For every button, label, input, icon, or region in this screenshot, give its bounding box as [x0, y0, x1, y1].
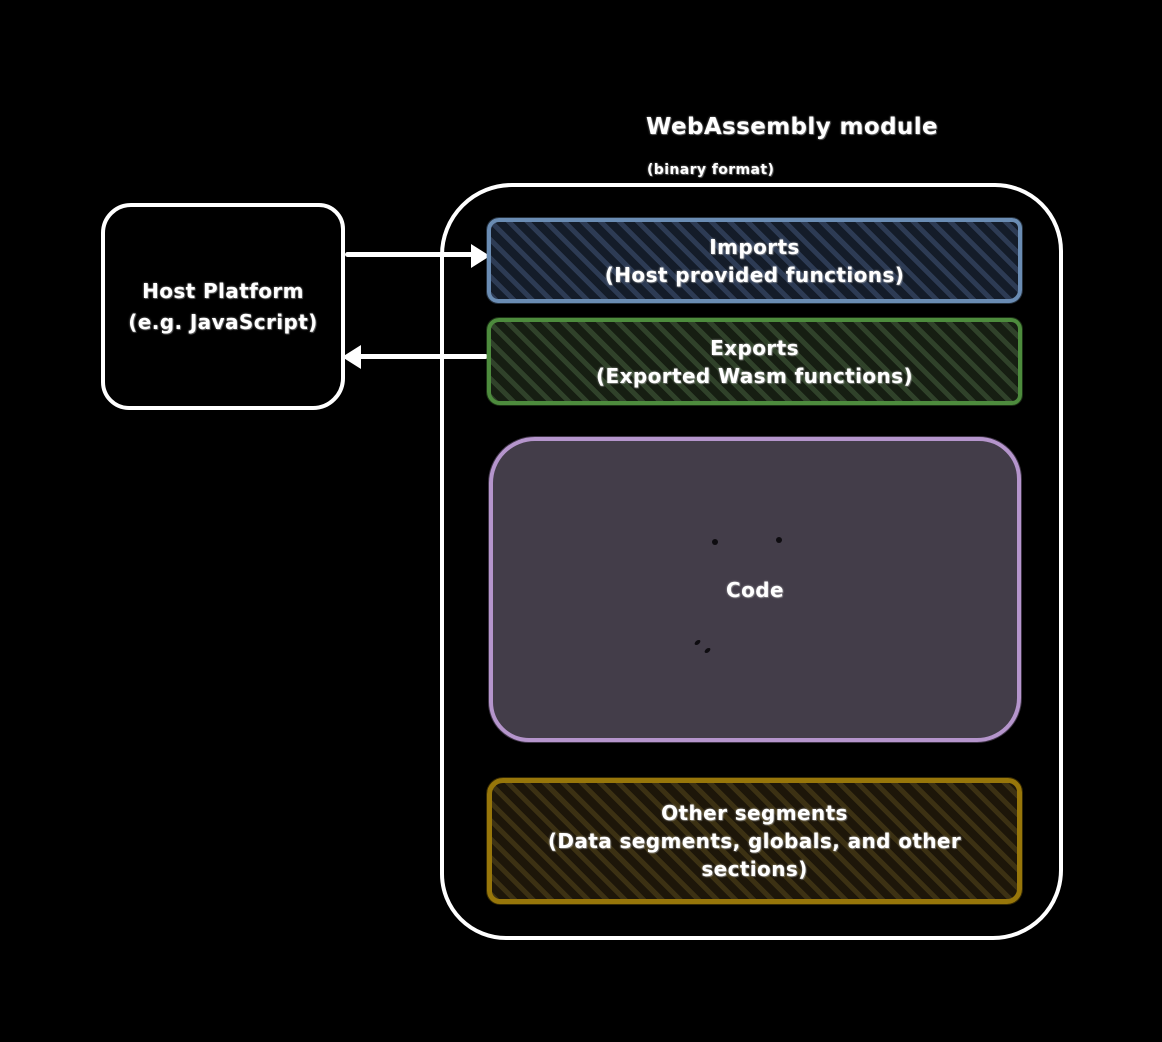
imports-title: Imports: [709, 234, 800, 259]
host-platform-box: Host Platform (e.g. JavaScript): [101, 203, 345, 410]
section-other-segments: Other segments (Data segments, globals, …: [487, 778, 1022, 904]
exports-title: Exports: [710, 335, 799, 360]
texture-speck: [776, 537, 782, 543]
diagram-title: WebAssembly module: [646, 114, 938, 140]
section-imports: Imports (Host provided functions): [487, 218, 1022, 303]
section-exports: Exports (Exported Wasm functions): [487, 318, 1022, 405]
other-segments-title: Other segments: [661, 801, 848, 825]
exports-subtitle: (Exported Wasm functions): [595, 363, 914, 388]
diagram-subtitle: (binary format): [647, 162, 775, 178]
connector-exports-to-host: [358, 354, 488, 359]
other-segments-subtitle: (Data segments, globals, and other secti…: [547, 829, 962, 881]
connector-host-to-imports: [345, 252, 473, 257]
host-platform-label-line1: Host Platform: [142, 278, 304, 303]
code-title: Code: [726, 577, 784, 602]
host-platform-label-line2: (e.g. JavaScript): [128, 309, 318, 334]
imports-subtitle: (Host provided functions): [604, 262, 905, 287]
arrow-left-icon: [342, 345, 361, 369]
texture-speck: [712, 539, 718, 545]
section-code: Code: [489, 437, 1021, 742]
arrow-right-icon: [471, 244, 490, 268]
